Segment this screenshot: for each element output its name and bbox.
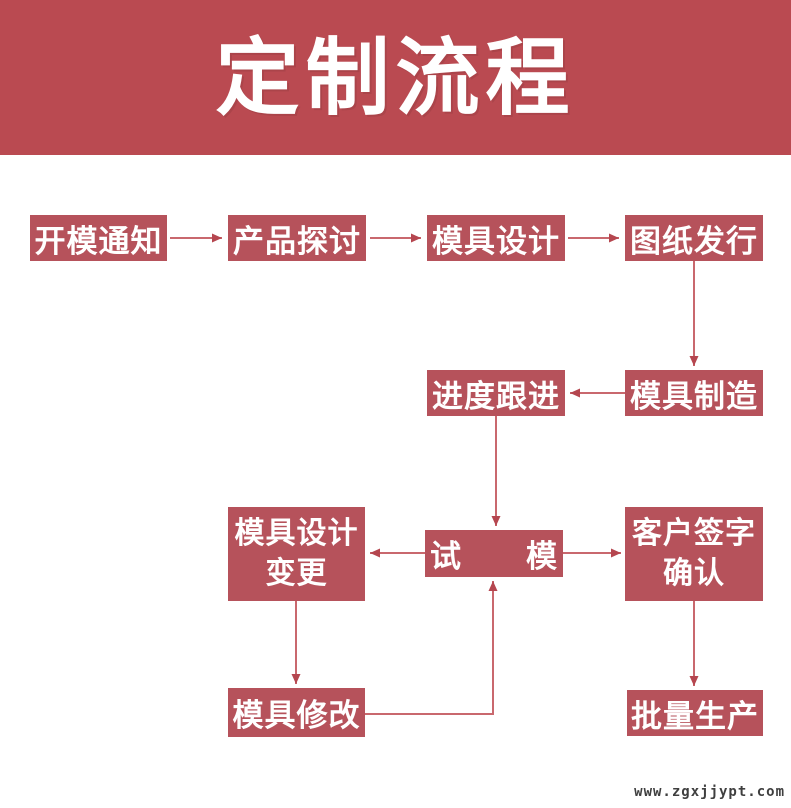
node-progress-follow-up: 进度跟进 <box>427 370 565 416</box>
node-mold-design-change: 模具设计 变更 <box>228 507 365 601</box>
node-product-discussion: 产品探讨 <box>228 215 366 261</box>
arrow-modification-back-to-trial <box>363 581 498 715</box>
node-mold-trial: 试 模 <box>425 530 563 577</box>
node-mass-production: 批量生产 <box>627 690 763 736</box>
node-mold-opening-notice: 开模通知 <box>30 215 167 261</box>
node-mold-modification: 模具修改 <box>228 688 365 737</box>
page-title: 定制流程 <box>215 30 576 125</box>
node-mold-design: 模具设计 <box>427 215 565 261</box>
node-customer-sign-off: 客户签字 确认 <box>625 507 763 601</box>
node-mold-manufacturing: 模具制造 <box>625 370 763 416</box>
title-banner: 定制流程 <box>0 0 791 155</box>
watermark-url: www.zgxjjypt.com <box>634 784 785 800</box>
node-drawing-release: 图纸发行 <box>625 215 763 261</box>
